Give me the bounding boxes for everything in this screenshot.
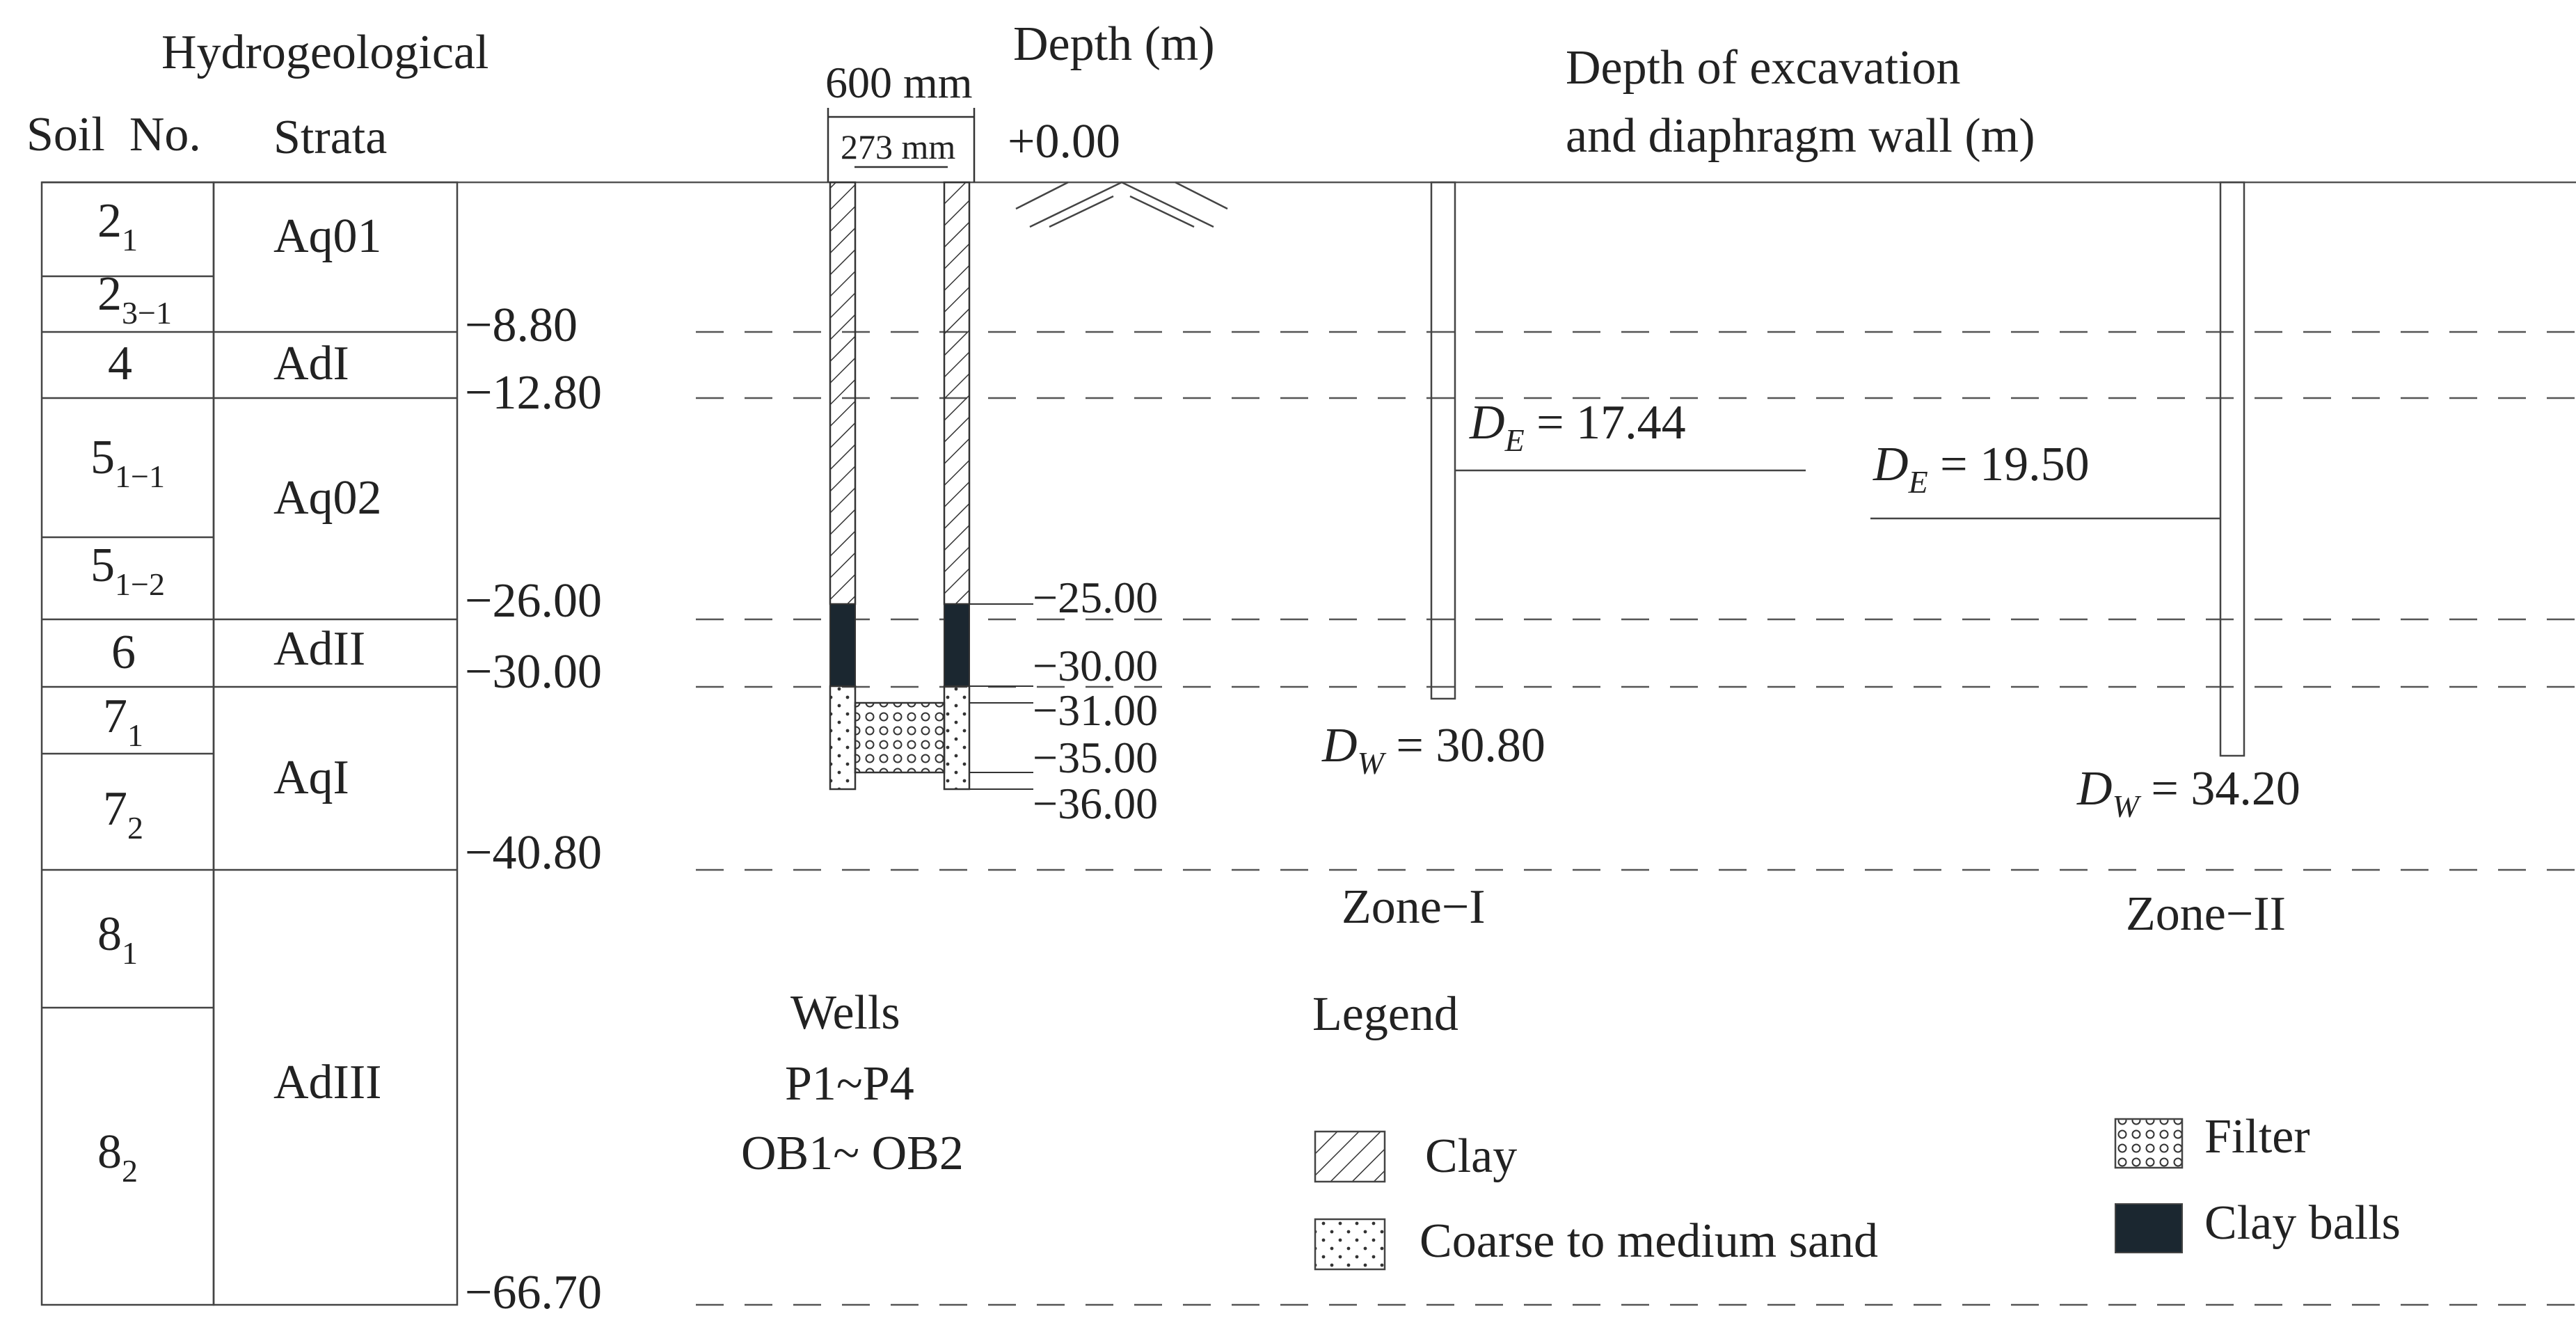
- header-soil-no: Soil No.: [26, 108, 201, 161]
- well-depth-label: −25.00: [1033, 573, 1158, 622]
- legend-title: Legend: [1312, 987, 1458, 1041]
- excavation-depth-label: DE = 17.44: [1469, 396, 1686, 458]
- stratum-label: AdIII: [273, 1056, 381, 1109]
- header-hydrogeological: Hydrogeological: [161, 26, 488, 79]
- soil-label: 81: [97, 907, 138, 971]
- zone-label: Zone−II: [2126, 887, 2286, 941]
- legend-label-sand: Coarse to medium sand: [1420, 1214, 1878, 1268]
- soil-label: 23−1: [97, 267, 172, 331]
- depth-mark: −66.70: [465, 1266, 602, 1319]
- stratum-label: AqI: [273, 751, 349, 804]
- soil-column: [40, 181, 459, 1306]
- depth-marks: −8.80 −12.80 −26.00 −30.00 −40.80 −66.70: [465, 299, 602, 1319]
- legend: Legend Clay Coarse to medium sand Filter…: [1312, 987, 2401, 1271]
- soil-label: 72: [103, 782, 143, 846]
- depth-mark: −40.80: [465, 826, 602, 880]
- depth-mark: −12.80: [465, 366, 602, 420]
- depth-mark: −30.00: [465, 645, 602, 699]
- well-caption: Wells: [790, 986, 900, 1040]
- zone-label: Zone−I: [1342, 880, 1486, 934]
- soil-label: 6: [111, 626, 136, 679]
- well-clay-seal: [943, 181, 971, 605]
- header-strata: Strata: [273, 111, 387, 164]
- well-clay-balls: [829, 603, 856, 687]
- soil-label: 82: [97, 1125, 138, 1189]
- diaphragm-wall: [2219, 181, 2245, 757]
- well-filter-screen: [854, 701, 946, 774]
- excavation-slope-symbol: [1015, 181, 1228, 228]
- well-depth-label: −35.00: [1033, 733, 1158, 782]
- well-depth-label: −30.00: [1033, 641, 1158, 690]
- soil-numbers: 21 23−1 4 51−1 51−2 6 71 72 81 82: [90, 194, 172, 1189]
- strata-names: Aq01 AdI Aq02 AdII AqI AdIII: [273, 209, 382, 1109]
- well-clay-balls: [944, 603, 970, 687]
- legend-label-clay-balls: Clay balls: [2204, 1196, 2401, 1250]
- well-schematic: 600 mm 273 mm +0.00 −25.00 −30.00 −31.00…: [741, 58, 1158, 1180]
- soil-label: 71: [103, 690, 143, 753]
- soil-label: 51−1: [90, 431, 165, 494]
- zone-1: DE = 17.44 DW = 30.80 Zone−I: [1321, 181, 1806, 934]
- well-caption: P1~P4: [785, 1057, 914, 1111]
- header-excavation-1: Depth of excavation: [1566, 41, 1961, 95]
- stratum-label: Aq02: [273, 471, 382, 525]
- diaphragm-wall: [1430, 181, 1456, 700]
- stratum-label: Aq01: [273, 209, 382, 263]
- header-depth: Depth (m): [1013, 17, 1215, 71]
- well-sand-pack: [943, 685, 971, 791]
- ground-level-label: +0.00: [1008, 115, 1120, 168]
- soil-label: 51−2: [90, 539, 165, 602]
- outer-diameter-label: 600 mm: [825, 58, 973, 107]
- well-depth-label: −31.00: [1033, 685, 1158, 735]
- header-excavation-2: and diaphragm wall (m): [1566, 109, 2035, 163]
- well-depth-label: −36.00: [1033, 779, 1158, 828]
- inner-diameter-label: 273 mm: [841, 127, 955, 166]
- legend-label-filter: Filter: [2204, 1110, 2310, 1164]
- wall-depth-label: DW = 30.80: [1321, 719, 1545, 781]
- wall-depth-label: DW = 34.20: [2076, 762, 2300, 824]
- legend-swatch-filter: [2114, 1118, 2184, 1169]
- well-clay-seal: [829, 181, 857, 605]
- depth-mark: −8.80: [465, 299, 578, 352]
- legend-swatch-clay: [1314, 1130, 1386, 1183]
- depth-mark: −26.00: [465, 574, 602, 628]
- stratum-label: AdI: [273, 337, 349, 390]
- legend-label-clay: Clay: [1425, 1129, 1517, 1183]
- well-sand-pack: [829, 685, 857, 791]
- zone-2: DE = 19.50 DW = 34.20 Zone−II: [1870, 181, 2300, 941]
- soil-label: 4: [108, 337, 132, 390]
- stratum-label: AdII: [273, 622, 365, 676]
- legend-swatch-clay-balls: [2115, 1203, 2183, 1253]
- well-caption: OB1~ OB2: [741, 1127, 964, 1180]
- excavation-depth-label: DE = 19.50: [1873, 438, 2090, 500]
- soil-label: 21: [97, 194, 138, 257]
- legend-swatch-sand: [1314, 1218, 1386, 1271]
